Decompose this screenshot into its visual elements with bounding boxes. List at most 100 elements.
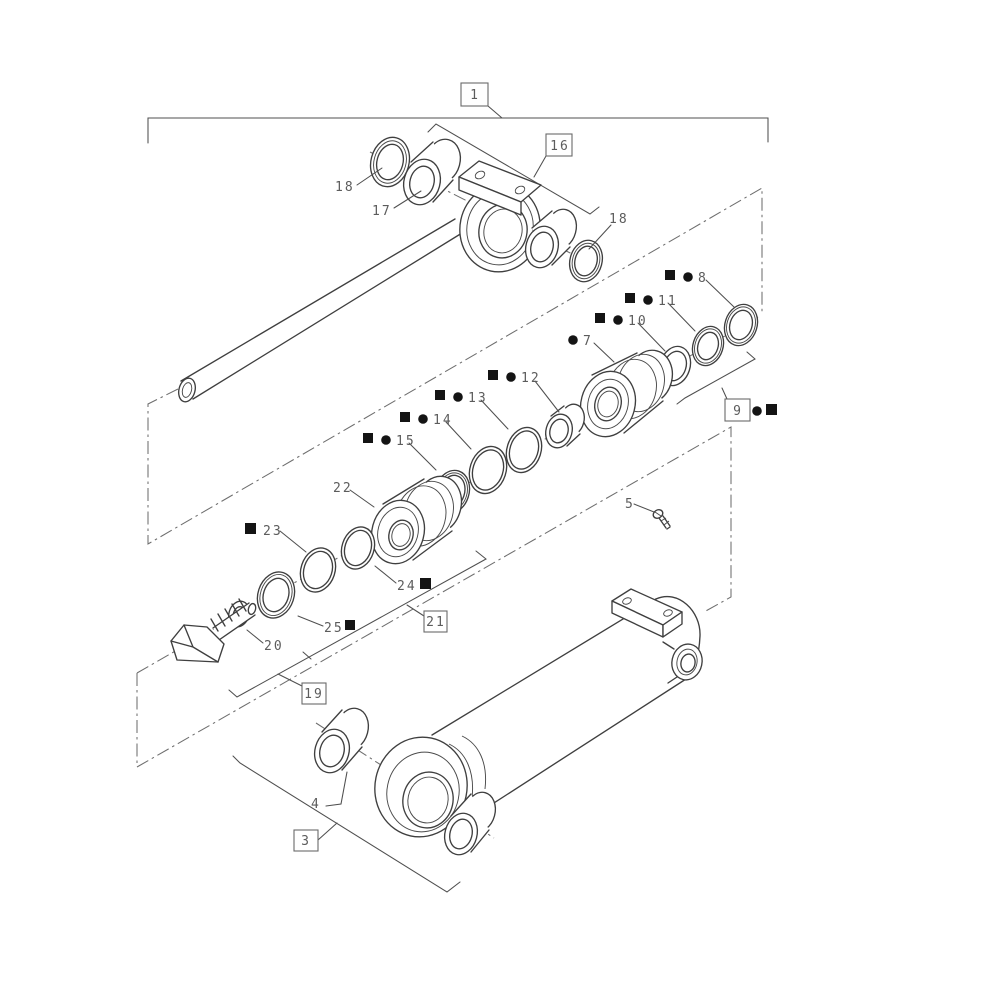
bushing-17 [402,138,462,206]
bushing-eye-right [443,791,497,856]
o-ring-8 [723,303,759,347]
mounting-block [611,588,683,638]
callout-15-label: 15 [396,434,416,449]
callout-5-label: 5 [625,497,635,512]
bushing-4 [313,707,370,774]
seal-ring-18-left [369,136,411,188]
callout-21-leader [406,604,425,617]
piston-22 [370,475,463,565]
rod-eye-head [458,160,542,273]
rod-body-fill [181,219,462,399]
block-hole-left [622,597,632,605]
base-eye [374,736,468,838]
callout-box-21: 21 [423,610,448,633]
callout-box-3: 3 [293,829,319,852]
top-frame-line [147,117,769,144]
piston-bolt [170,598,257,663]
callout-17-leader [393,190,422,209]
callout-11-label: 11 [658,294,678,309]
kit-dot-marker [418,414,428,424]
kit-square-marker [665,270,675,280]
o-ring-14 [468,445,508,495]
kit-square-marker [766,404,777,415]
callout-14-label: 14 [433,413,453,428]
port-boss [662,641,703,684]
lower-phantom-outline [136,426,732,768]
kit-dot-marker [453,392,463,402]
bracket-lines [147,105,769,893]
seal-group-tick [302,651,312,660]
barrel-bottom-edge [465,678,687,822]
kit-square-marker [363,433,373,443]
callout-1-label: 1 [470,88,480,103]
kit-dot-marker [752,406,762,416]
plate-hole-right [514,185,526,195]
block-hole-right [663,609,673,617]
callout-4-label: 4 [311,797,321,812]
cylinder-group-line [232,755,461,893]
callout-24-leader [374,565,397,584]
callout-25-label: 25 [324,621,344,636]
rod-group-line [427,123,600,215]
callout-11-leader [667,302,696,332]
callout-21-label: 21 [426,615,446,630]
callout-3-label: 3 [301,834,311,849]
seal-stack [170,303,759,663]
kit-dot-marker [506,372,516,382]
rod-bottom-edge [192,232,463,400]
kit-square-marker [435,390,445,400]
o-ring-13 [505,426,543,474]
kit-dot-marker [683,272,693,282]
callouts: 18 17 18 8 11 10 7 12 13 14 15 22 23 24 … [245,82,777,852]
bushing-12 [545,403,585,449]
callout-20-label: 20 [264,639,284,654]
callout-12-label: 12 [521,371,541,386]
kit-square-marker [420,578,431,589]
seal-group-line [228,550,487,698]
barrel-collar-arc-2 [461,735,487,790]
callout-19-leader [277,673,303,687]
seal-ring-18-right [568,239,604,283]
callout-18-right-label: 18 [609,212,629,227]
callout-7-label: 7 [583,334,593,349]
kit-dot-marker [613,315,623,325]
callout-4-leader [325,771,348,807]
barrel-collar-arc-1 [448,743,474,799]
rod-assembly [177,136,604,403]
o-ring-23 [299,547,337,593]
callout-3-leader [317,822,338,841]
callout-box-1: 1 [460,82,489,107]
callout-22-leader [349,489,375,508]
callout-8-label: 8 [698,271,708,286]
callout-12-leader [534,380,560,413]
upper-phantom-outline [147,187,763,545]
cylinder-head-gland-7 [579,349,674,438]
callout-18b-leader [588,224,612,250]
o-ring-24 [340,526,376,570]
cylinder-barrel-assembly [313,588,703,856]
callout-8-leader [705,279,735,308]
callout-16-label: 16 [550,139,570,154]
kit-dot-marker [643,295,653,305]
bushing-head-right [524,208,578,269]
piston-seal-25 [256,571,296,619]
callout-13-label: 13 [468,391,488,406]
kit-square-marker [595,313,605,323]
gland-group-bracket [676,351,756,405]
kit-square-marker [245,523,256,534]
barrel-top-edge [431,598,657,736]
callout-5-leader [633,503,655,513]
callout-14-leader [445,421,472,450]
rod-top-edge [180,218,456,382]
callout-22-label: 22 [333,481,353,496]
callout-9-leader [721,387,728,400]
seal-ring-11 [691,325,725,367]
callout-7-leader [593,342,615,363]
callout-18-left-label: 18 [335,180,355,195]
callout-24-label: 24 [397,579,417,594]
callout-13-leader [480,399,509,430]
kit-dot-marker [381,435,391,445]
kit-square-marker [625,293,635,303]
